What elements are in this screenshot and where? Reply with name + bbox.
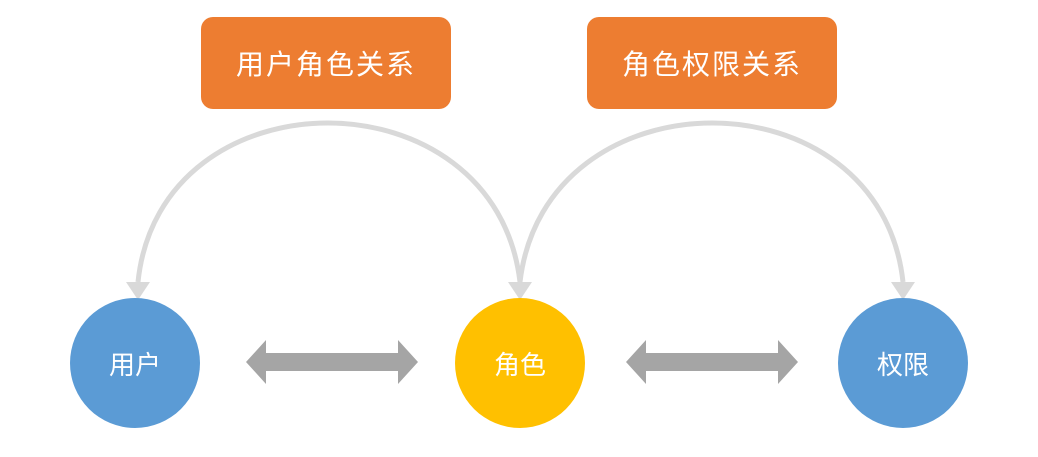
user-role-relation-text: 用户角色关系 xyxy=(235,48,416,81)
user-node-label: 用户 xyxy=(108,350,161,381)
role-permission-arc xyxy=(517,120,906,283)
user-role-arc xyxy=(135,120,523,283)
permission-node-label: 权限 xyxy=(876,350,929,381)
user-role-arrowhead-user xyxy=(126,282,150,300)
role-permission-relation-label: 角色权限关系 xyxy=(587,17,837,109)
role-node-label: 角色 xyxy=(493,350,546,381)
user-role-arrowhead-role xyxy=(508,282,532,300)
role-permission-double-arrow xyxy=(626,340,798,384)
permission-node: 权限 xyxy=(838,298,968,428)
user-role-double-arrow xyxy=(246,340,418,384)
user-role-relation-label: 用户角色关系 xyxy=(201,17,451,109)
role-node: 角色 xyxy=(455,298,585,428)
user-node: 用户 xyxy=(70,298,200,428)
role-permission-relation-text: 角色权限关系 xyxy=(621,48,802,81)
role-permission-arrowhead-permission xyxy=(891,282,915,300)
